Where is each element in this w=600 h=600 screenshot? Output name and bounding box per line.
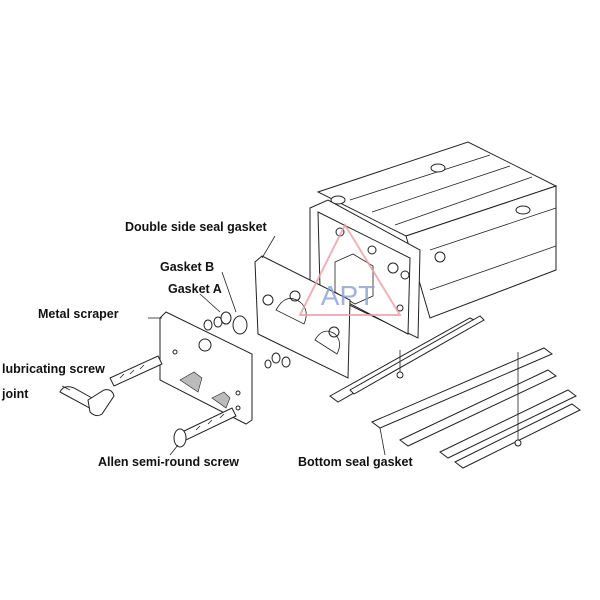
watermark-logo: APT xyxy=(298,222,402,316)
label-double-side-seal-gasket: Double side seal gasket xyxy=(125,220,267,234)
label-metal-scraper: Metal scraper xyxy=(38,307,119,321)
label-gasket-a: Gasket A xyxy=(168,282,222,296)
lubricating-screw-joint xyxy=(59,355,163,417)
bottom-seal-gaskets xyxy=(329,315,581,469)
double-side-seal-gasket xyxy=(254,255,351,379)
label-joint: joint xyxy=(2,387,29,401)
allen-semi-round-screw xyxy=(173,407,237,448)
label-allen-semi-round-screw: Allen semi-round screw xyxy=(98,455,240,469)
label-lubricating-screw: lubricating screw xyxy=(2,362,105,376)
metal-scraper xyxy=(159,311,253,425)
label-gasket-b: Gasket B xyxy=(160,260,215,274)
leader-lines xyxy=(61,235,386,456)
gaskets xyxy=(203,311,291,369)
svg-text:APT: APT xyxy=(321,280,375,311)
label-bottom-seal-gasket: Bottom seal gasket xyxy=(298,455,413,469)
